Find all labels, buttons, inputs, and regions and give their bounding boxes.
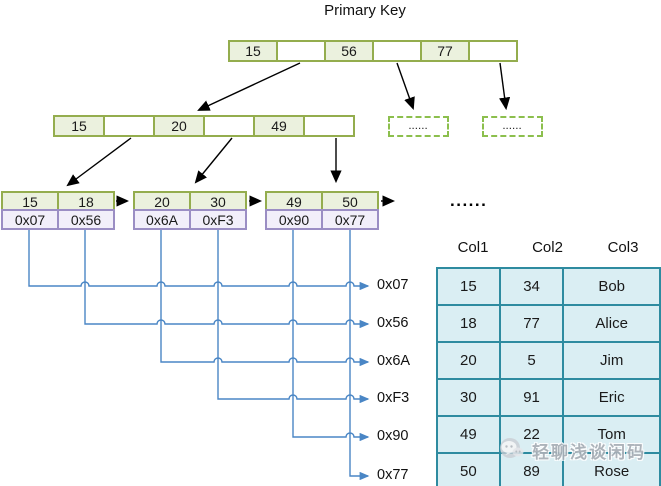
- table-row: 30 91 Eric: [436, 378, 661, 417]
- leaf-key-row: 20 30: [133, 191, 247, 211]
- internal-key-cell: 49: [253, 115, 305, 137]
- arrow-root-to-dashed-1: [396, 62, 415, 110]
- pointer-label-0x6A: 0x6A: [377, 353, 411, 369]
- table-cell: Rose: [562, 452, 661, 486]
- leaf-pointer-cell: 0x07: [1, 209, 59, 230]
- arrow-root-to-internal: [197, 62, 301, 111]
- root-pointer-cell: [372, 40, 422, 62]
- root-key-cell: 77: [420, 40, 470, 62]
- connector-0x56: [84, 230, 370, 329]
- leaf-key-cell: 18: [57, 191, 115, 211]
- internal-node: 15 20 49: [53, 115, 355, 137]
- table-cell: 30: [436, 378, 501, 417]
- leaf-pointer-cell: 0x90: [265, 209, 323, 230]
- leaf-level-ellipsis: ......: [450, 191, 488, 210]
- table-cell: 15: [436, 267, 501, 306]
- root-key-cell: 15: [228, 40, 278, 62]
- internal-pointer-cell: [203, 115, 255, 137]
- leaf-node-3: 49 50 0x90 0x77: [265, 191, 379, 230]
- table-col3-header: Col3: [607, 239, 639, 256]
- connector-0x90: [292, 230, 370, 442]
- connector-0x6A: [160, 230, 370, 367]
- leaf-key-cell: 20: [133, 191, 191, 211]
- pointer-label-0x77: 0x77: [377, 467, 409, 483]
- watermark-text: 轻聊浅谈闲码: [532, 442, 646, 462]
- leaf-pointer-row: 0x07 0x56: [1, 209, 115, 230]
- leaf-key-row: 15 18: [1, 191, 115, 211]
- internal-key-cell: 20: [153, 115, 205, 137]
- table-cell: 18: [436, 304, 501, 343]
- connector-0xF3: [217, 230, 370, 404]
- leaf-key-cell: 15: [1, 191, 59, 211]
- leaf-key-cell: 49: [265, 191, 323, 211]
- root-key-cell: 56: [324, 40, 374, 62]
- leaf-pointer-cell: 0xF3: [189, 209, 247, 230]
- root-node: 15 56 77: [228, 40, 518, 62]
- table-cell: Tom: [562, 415, 661, 454]
- leaf-key-row: 49 50: [265, 191, 379, 211]
- root-pointer-cell: [276, 40, 326, 62]
- leaf-pointer-row: 0x90 0x77: [265, 209, 379, 230]
- table-cell: 77: [498, 304, 565, 343]
- connector-0x77: [349, 230, 370, 481]
- table-cell: Alice: [562, 304, 661, 343]
- table-row: 18 77 Alice: [436, 304, 661, 343]
- table-col2-header: Col2: [532, 239, 563, 256]
- dashed-node-2: ......: [482, 116, 543, 137]
- pointer-label-0x56: 0x56: [377, 315, 409, 331]
- table-cell: 91: [498, 378, 565, 417]
- table-cell: Eric: [562, 378, 661, 417]
- dashed-node-1: ......: [388, 116, 449, 137]
- leaf-node-1: 15 18 0x07 0x56: [1, 191, 115, 230]
- row-data-table: 15 34 Bob 18 77 Alice 20 5 Jim 30 91 Eri…: [436, 267, 661, 486]
- root-pointer-cell: [468, 40, 518, 62]
- pointer-label-0x07: 0x07: [377, 277, 409, 293]
- internal-pointer-cell: [103, 115, 155, 137]
- leaf-node-2: 20 30 0x6A 0xF3: [133, 191, 247, 230]
- watermark: 轻聊浅谈闲码: [499, 437, 646, 463]
- table-cell: 50: [436, 452, 501, 486]
- wechat-icon: [500, 438, 524, 458]
- leaf-key-cell: 50: [321, 191, 379, 211]
- leaf-pointer-cell: 0x56: [57, 209, 115, 230]
- leaf-pointer-row: 0x6A 0xF3: [133, 209, 247, 230]
- arrow-internal-to-leaf-2: [194, 137, 233, 184]
- pointer-connectors: [28, 230, 370, 481]
- table-cell: Jim: [562, 341, 661, 380]
- pointer-label-0x90: 0x90: [377, 428, 409, 444]
- internal-pointer-cell: [303, 115, 355, 137]
- table-cell: Bob: [562, 267, 661, 306]
- arrow-internal-to-leaf-1: [66, 137, 132, 187]
- arrow-root-to-dashed-2: [499, 62, 511, 111]
- leaf-pointer-cell: 0x6A: [133, 209, 191, 230]
- leaf-key-cell: 30: [189, 191, 247, 211]
- table-cell: 5: [498, 341, 565, 380]
- table-row: 20 5 Jim: [436, 341, 661, 380]
- page-title: Primary Key: [324, 2, 406, 19]
- internal-key-cell: 15: [53, 115, 105, 137]
- pointer-label-0xF3: 0xF3: [377, 390, 410, 406]
- connector-0x07: [28, 230, 370, 291]
- table-col1-header: Col1: [457, 239, 489, 256]
- leaf-pointer-cell: 0x77: [321, 209, 379, 230]
- table-row: 15 34 Bob: [436, 267, 661, 306]
- table-cell: 49: [436, 415, 501, 454]
- table-cell: 34: [498, 267, 565, 306]
- table-cell: 20: [436, 341, 501, 380]
